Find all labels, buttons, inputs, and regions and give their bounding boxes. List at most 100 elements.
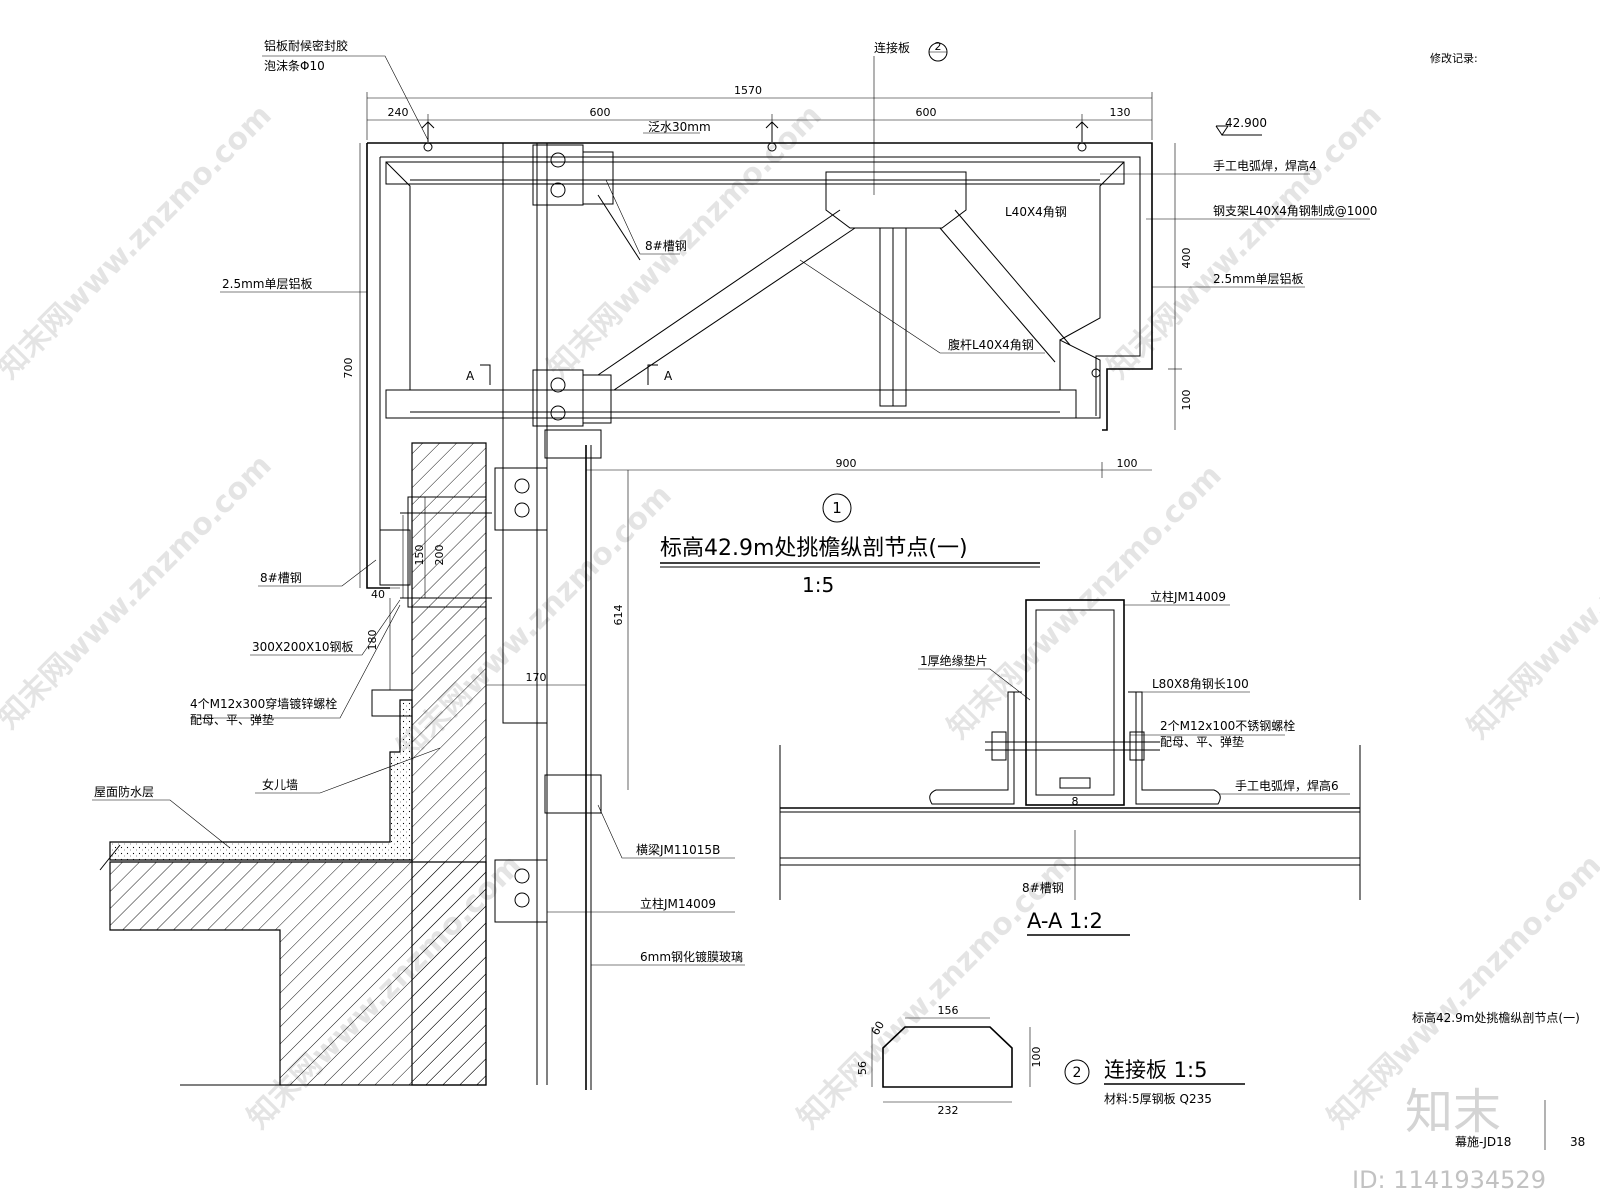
label-flashing: 泛水30mm	[648, 120, 711, 134]
aa-nut-left	[991, 731, 1007, 761]
callout-ref: 2	[935, 40, 942, 53]
label-channel-top: 8#槽钢	[645, 239, 687, 253]
dim-150: 150	[413, 545, 426, 566]
detail-aa: 立柱JM14009 1厚绝缘垫片 L80X8角钢长100 2个M12x100不锈…	[779, 589, 1361, 936]
label-roof: 屋面防水层	[94, 784, 154, 799]
label-parapet: 女儿墙	[262, 777, 298, 792]
aa-title: A-A 1:2	[1027, 909, 1103, 933]
section-mark-left	[480, 364, 491, 385]
label-sealant: 铝板耐候密封胶	[264, 38, 348, 53]
detail-scale: 1:5	[802, 573, 834, 597]
bolt	[514, 892, 530, 908]
label-panel-right: 2.5mm单层铝板	[1213, 271, 1303, 286]
aa-label-bolts-2: 配母、平、弹垫	[1160, 734, 1244, 749]
label-panel-left: 2.5mm单层铝板	[222, 276, 312, 291]
detail-number: 1	[832, 499, 842, 517]
watermark-layer: 知末网www.znzmo.com 知末网www.znzmo.com 知末网www…	[0, 98, 1600, 1136]
dim-240: 240	[388, 106, 409, 119]
bolt	[550, 182, 566, 198]
aa-mullion-inner	[1035, 609, 1115, 796]
label-connector: 连接板	[874, 40, 910, 55]
channel-top-bracket	[582, 151, 614, 205]
diagonal-left-2	[613, 227, 856, 391]
elevation-value: 42.900	[1225, 116, 1267, 130]
dim-56: 56	[856, 1061, 869, 1075]
label-angle: L40X4角钢	[1005, 205, 1067, 219]
watermark-text: 知末网www.znzmo.com	[0, 448, 279, 736]
parapet-concrete	[109, 699, 413, 861]
page-number: 38	[1570, 1135, 1585, 1149]
label-mullion: 立柱JM14009	[640, 896, 716, 911]
aa-angle-left	[929, 691, 1022, 805]
floor-break	[99, 844, 121, 871]
dim-130: 130	[1110, 106, 1131, 119]
channel-mid-bracket	[582, 374, 612, 424]
diagonal-right-2	[939, 227, 1056, 363]
dim-170: 170	[526, 671, 547, 684]
diagonal-left	[597, 209, 841, 376]
bracket-right-low	[494, 859, 548, 923]
bolt	[514, 868, 530, 884]
label-web: 腹杆L40X4角钢	[948, 338, 1034, 352]
label-bolts-1: 4个M12x300穿墙镀锌螺栓	[190, 696, 337, 711]
label-channel-left: 8#槽钢	[260, 571, 302, 585]
aa-mullion	[1025, 599, 1125, 806]
aa-nut-right	[1129, 731, 1145, 761]
watermark-text: 知末网www.znzmo.com	[0, 98, 279, 386]
detail2-number: 2	[1073, 1065, 1082, 1081]
detail-number-circle	[822, 493, 852, 523]
aa-dim-8: 8	[1072, 795, 1079, 808]
detail2-title: 连接板 1:5	[1104, 1058, 1207, 1082]
revision-label: 修改记录:	[1430, 51, 1478, 65]
dim-100v: 100	[1180, 390, 1193, 411]
beam-section-lower	[544, 774, 602, 814]
left-frame	[385, 161, 411, 390]
aa-label-angle: L80X8角钢长100	[1152, 677, 1249, 691]
dim-40: 40	[371, 588, 385, 601]
aa-label-insulator: 1厚绝缘垫片	[920, 653, 988, 668]
right-frame	[1059, 161, 1125, 341]
aa-label-channel: 8#槽钢	[1022, 881, 1064, 895]
dim-232: 232	[938, 1104, 959, 1117]
outer-panel-outline	[367, 142, 1153, 431]
dim-600b: 600	[916, 106, 937, 119]
detail-2: 156 60 100 56 232 2 连接板 1:5 材料:5厚钢板 Q235	[856, 1004, 1245, 1117]
dim-400: 400	[1180, 248, 1193, 269]
bottom-right-corner	[1059, 339, 1101, 419]
section-mark-right	[647, 364, 658, 385]
detail-title: 标高42.9m处挑檐纵剖节点(一)	[660, 536, 968, 561]
label-bolts-2: 配母、平、弹垫	[190, 712, 274, 727]
bolt	[550, 152, 566, 168]
aa-key	[1059, 777, 1091, 789]
detail2-number-circle	[1064, 1059, 1090, 1085]
aa-label-weld: 手工电弧焊，焊高6	[1235, 778, 1339, 793]
label-beam: 横梁JM11015B	[636, 842, 720, 857]
bolt	[550, 377, 566, 393]
connector-plate	[825, 171, 967, 229]
watermark-text: 知末网www.znzmo.com	[1101, 98, 1389, 386]
bolt	[550, 405, 566, 421]
diagonal-topleft	[597, 194, 641, 261]
detail1-labels: 铝板耐候密封胶 泡沫条Φ10 泛水30mm 连接板 2 手工电弧焊，焊高4 L4…	[92, 38, 1377, 966]
dim-1570: 1570	[734, 84, 762, 97]
top-chord	[385, 161, 1125, 185]
floor-slab	[109, 861, 487, 1086]
dim-200: 200	[433, 545, 446, 566]
dim-100: 100	[1030, 1047, 1043, 1068]
plate-outline	[882, 1026, 1013, 1088]
elevation-triangle	[1215, 125, 1229, 136]
label-bracket: 钢支架L40X4角钢制成@1000	[1213, 204, 1377, 218]
sealant-marks	[421, 121, 1101, 378]
label-plate: 300X200X10钢板	[252, 640, 354, 654]
detail1-title: 1 标高42.9m处挑檐纵剖节点(一) 1:5	[660, 493, 1040, 597]
label-weld: 手工电弧焊，焊高4	[1213, 158, 1317, 173]
dim-60: 60	[869, 1019, 887, 1038]
detail2-material: 材料:5厚钢板 Q235	[1104, 1092, 1212, 1106]
bolt	[514, 478, 530, 494]
dim-100h: 100	[1117, 457, 1138, 470]
beam-section	[544, 429, 602, 459]
inner-panel	[380, 156, 1141, 416]
channel-block-top	[532, 144, 584, 206]
title-block: 修改记录: 标高42.9m处挑檐纵剖节点(一) 幕施-JD18 38 知末 ID…	[1352, 51, 1585, 1194]
